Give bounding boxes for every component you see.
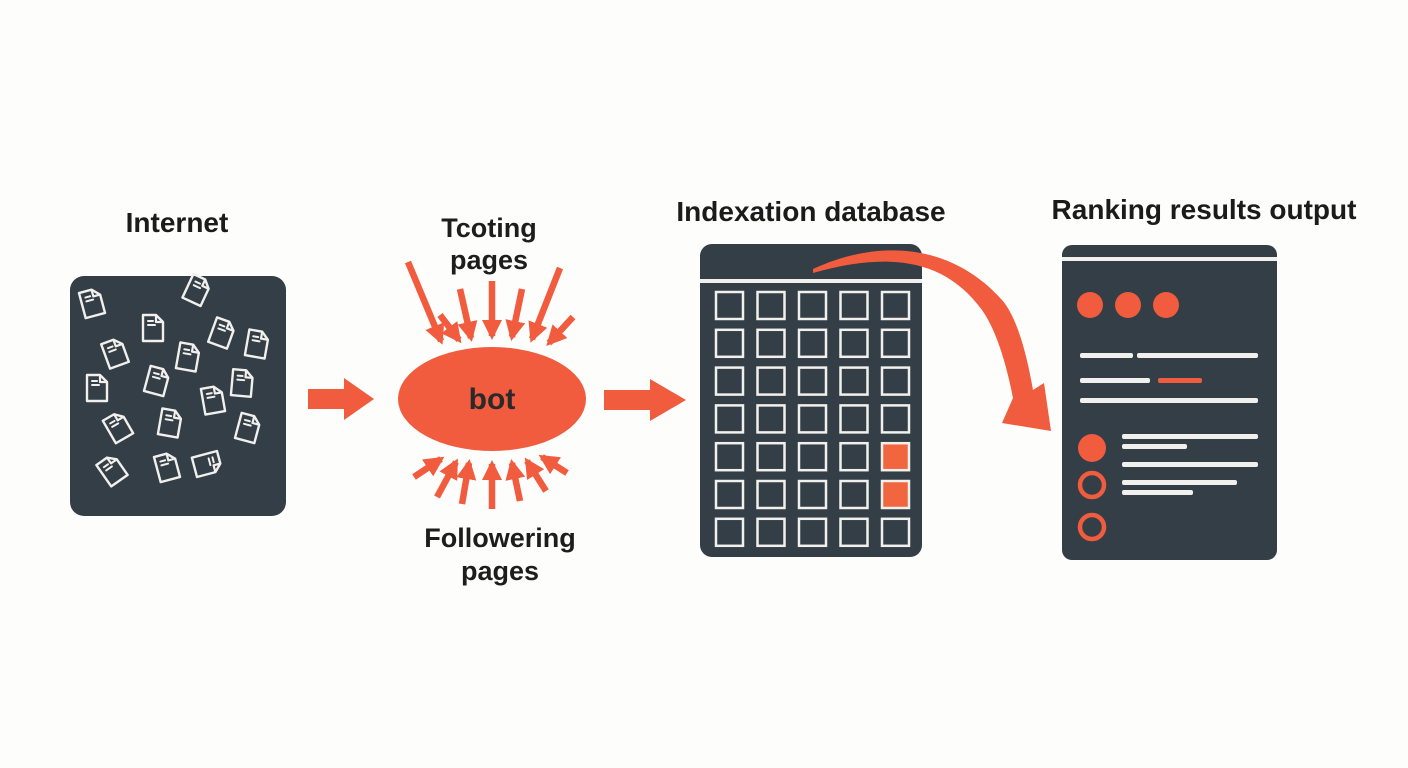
index-cell [797,441,828,472]
crawl-arrow-icon [528,266,564,343]
ranking-header-divider [1062,257,1277,261]
browser-dots [1077,292,1179,318]
outlined-circle-bullet-icon [1077,512,1107,542]
indexation-database-panel [700,244,922,557]
result-line [1122,462,1258,467]
index-grid [714,290,911,548]
database-box [700,244,922,557]
index-cell [880,517,911,548]
index-cell-highlighted [880,479,911,510]
crawl-arrow-icon [405,260,445,345]
internet-panel [70,272,286,516]
crawl-arrow-icon [456,288,478,342]
crawl-arrow-icon [437,313,462,344]
index-cell [839,479,869,510]
bot-ellipse [398,347,586,451]
index-cell [714,366,745,396]
index-cell [797,404,828,434]
index-cell [839,328,869,359]
result-line [1080,398,1258,403]
filled-circle-bullet-icon [1078,434,1106,462]
index-cell [839,290,869,321]
crawling-pages-label-line2: pages [450,245,528,275]
follow-arrow-icon [412,456,445,480]
crawl-arrow-icon [546,314,576,346]
flow-arrow-bot-to-database [604,379,686,421]
database-header-divider [700,279,922,283]
result-line [1122,434,1258,439]
index-cell [756,517,786,548]
follow-arrow-icon [524,457,549,493]
result-line [1137,353,1258,358]
index-cell [714,404,745,434]
flow-arrow-database-to-ranking [813,250,1051,431]
result-bullets [1077,434,1107,542]
browser-dot-icon [1153,292,1179,318]
crawling-pages-label-line1: Tcoting [441,213,536,243]
browser-dot-icon [1077,292,1103,318]
index-cell [714,290,745,321]
follow-arrow-icon [505,459,526,502]
result-line [1080,353,1133,358]
index-cell [756,479,786,510]
result-line [1080,378,1150,383]
index-cell [756,366,786,396]
ranking-results-panel [1062,245,1277,560]
index-cell-highlighted [880,441,911,472]
result-line [1122,480,1237,485]
result-line-accent [1158,378,1202,383]
follow-arrow-icon [434,458,459,499]
index-cell [839,404,869,434]
ranking-results-title: Ranking results output [1052,194,1357,225]
index-cell [797,517,828,548]
index-cell [797,366,828,396]
index-cell [839,441,869,472]
following-pages-label-line1: Followering [424,523,576,553]
index-cell [880,404,911,434]
crawler-panel: Tcoting pages bot Followering pages [398,213,586,586]
index-cell [756,404,786,434]
result-line [1122,444,1187,449]
outlined-circle-bullet-icon [1077,470,1107,500]
follow-arrow-icon [456,459,477,505]
index-cell [880,366,911,396]
result-text-lines [1080,353,1258,495]
index-cell [756,290,786,321]
index-cell [839,517,869,548]
index-cell [714,441,745,472]
indexation-database-title: Indexation database [676,196,945,227]
index-cell [797,479,828,510]
index-cell [756,328,786,359]
incoming-arrows-bottom [412,454,569,509]
bot-label: bot [469,383,516,416]
flow-arrow-internet-to-bot [308,378,374,420]
index-cell [797,290,828,321]
index-cell [714,479,745,510]
index-cell [714,328,745,359]
browser-dot-icon [1115,292,1141,318]
following-pages-label-line2: pages [461,556,539,586]
incoming-arrows-top [405,260,576,346]
crawl-arrow-icon [505,288,526,341]
follow-arrow-icon [538,454,569,476]
index-cell [714,517,745,548]
index-cell [756,441,786,472]
internet-title: Internet [126,207,229,238]
index-cell [880,328,911,359]
index-cell [797,328,828,359]
index-cell [839,366,869,396]
result-line [1122,490,1193,495]
internet-box [70,276,286,516]
index-cell [880,290,911,321]
